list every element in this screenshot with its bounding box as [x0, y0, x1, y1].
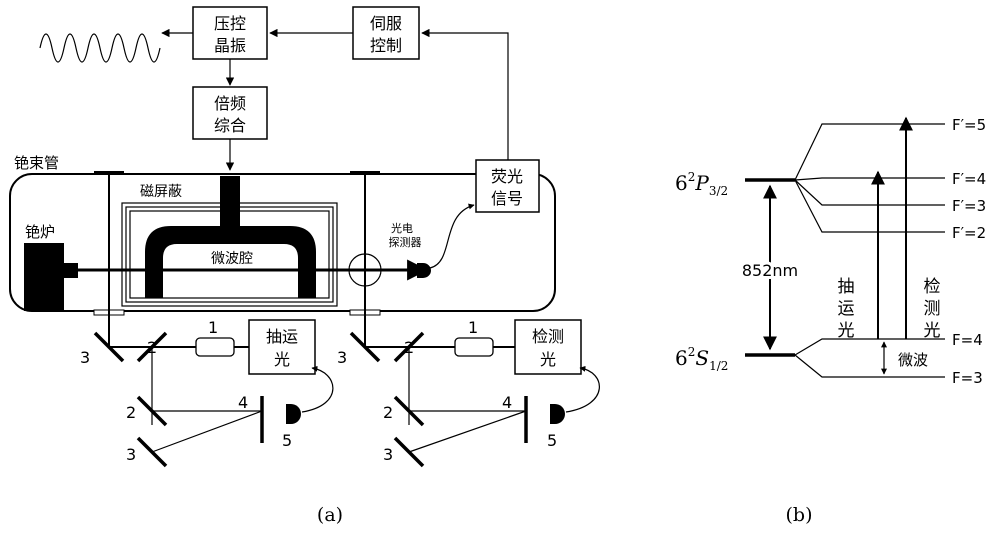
num-3-left-bottom: 3: [126, 445, 136, 464]
num-2-left-top: 2: [147, 338, 157, 357]
level-f5: F′=5: [952, 116, 986, 134]
num-2-right-bottom: 2: [383, 403, 393, 422]
pump-char-2: 运: [838, 299, 855, 319]
fluorescence-signal-line2: 信号: [491, 189, 523, 208]
num-5-right: 5: [547, 431, 557, 450]
fluorescence-signal-box: 荧光 信号: [475, 159, 540, 213]
cesium-oven: [24, 243, 78, 311]
servo-control-line2: 控制: [370, 36, 402, 55]
probe-char-2: 测: [924, 299, 941, 319]
caption-a: (a): [317, 504, 343, 526]
pump-vertical-label: 抽 运 光: [838, 277, 855, 341]
pump-light-line2: 光: [274, 350, 290, 369]
num-4-left: 4: [238, 393, 248, 412]
cesium-tube: [9, 173, 556, 312]
freq-synth-line2: 综合: [214, 116, 246, 135]
sine-wave-output: [39, 33, 161, 63]
probe-char-3: 光: [924, 321, 941, 341]
magnetic-shield-label: 磁屏蔽: [140, 184, 182, 200]
num-3-right-bottom: 3: [383, 445, 393, 464]
panel-b: F′=5 F′=4 F′=3 F′=2 62P3/2 F=4 F=3 62S1/…: [675, 116, 986, 526]
piezo-oscillator-line1: 压控: [214, 14, 246, 33]
probe-optical-bench: 检测 光: [349, 319, 600, 468]
photodetector-tube: [417, 263, 431, 278]
num-5-left: 5: [282, 431, 292, 450]
freq-synth-box: 倍频 综合: [192, 86, 268, 140]
component-numbers: 3 2 1 2 4 3 5 3 2 1 2 4 3 5: [80, 318, 557, 464]
caption-b: (b): [786, 504, 813, 526]
pump-optical-bench: 抽运 光: [93, 319, 334, 468]
probe-vertical-label: 检 测 光: [924, 277, 941, 341]
microwave-cavity-label: 微波腔: [211, 251, 253, 267]
lower-hyperfine-fan: [794, 338, 945, 378]
microwave-label: 微波: [898, 351, 928, 369]
fluorescence-signal-line1: 荧光: [491, 167, 523, 186]
servo-control-line1: 伺服: [370, 14, 402, 33]
num-4-right: 4: [502, 393, 512, 412]
probe-light-line1: 检测: [532, 327, 564, 346]
probe-char-1: 检: [924, 277, 941, 297]
photodetector-label-line1: 光电: [391, 221, 413, 235]
num-2-left-bottom: 2: [126, 403, 136, 422]
num-3-left-top: 3: [80, 348, 90, 367]
num-2-right-top: 2: [404, 338, 414, 357]
pump-char-3: 光: [838, 321, 855, 341]
transition-wavelength-label: 852nm: [742, 261, 798, 280]
upper-state-term: 62P3/2: [675, 170, 728, 198]
level-f3-prime: F′=3: [952, 197, 986, 215]
cesium-tube-label: 铯束管: [14, 154, 59, 172]
arrow-fluor-to-servo: [421, 28, 509, 160]
num-1-left: 1: [208, 318, 218, 337]
level-f4: F=4: [952, 331, 983, 349]
photodetector-label-line2: 探测器: [389, 236, 422, 249]
detection-region: [348, 253, 382, 287]
microwave-cavity: [145, 176, 316, 298]
servo-control-box: 伺服 控制: [352, 6, 420, 60]
piezo-oscillator-box: 压控 晶振: [192, 6, 268, 60]
level-f3: F=3: [952, 369, 983, 387]
num-3-right-top: 3: [337, 348, 347, 367]
lower-state-term: 62S1/2: [675, 345, 728, 373]
upper-hyperfine-fan: [794, 123, 945, 233]
level-f2-prime: F′=2: [952, 224, 986, 242]
freq-synth-line1: 倍频: [214, 94, 246, 113]
panel-a: 压控 晶振 伺服 控制 倍频 综合 铯束管: [9, 6, 600, 526]
probe-light-line2: 光: [540, 350, 556, 369]
pump-char-1: 抽: [838, 277, 855, 297]
level-f4-prime: F′=4: [952, 170, 986, 188]
pump-light-line1: 抽运: [266, 327, 298, 346]
num-1-right: 1: [468, 318, 478, 337]
cesium-oven-label: 铯炉: [25, 223, 55, 241]
signal-cable: [429, 203, 475, 269]
piezo-oscillator-line2: 晶振: [214, 36, 246, 55]
